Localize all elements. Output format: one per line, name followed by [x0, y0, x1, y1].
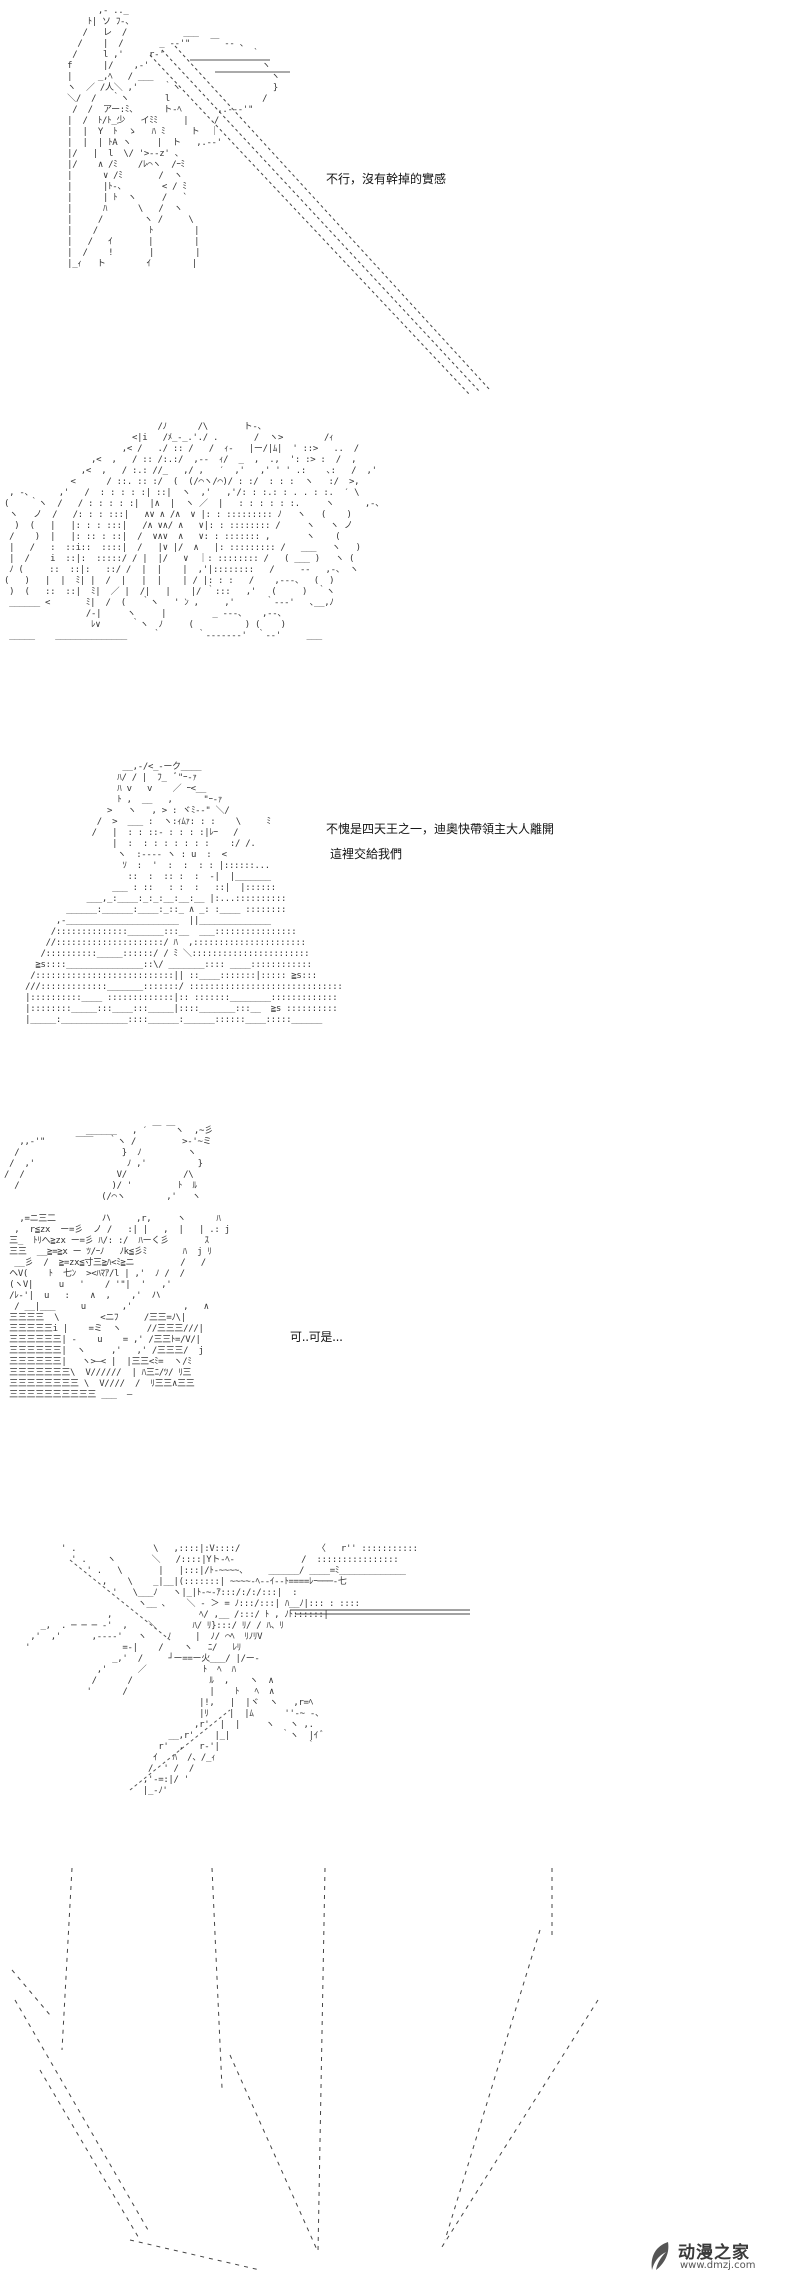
panel-5: ' . \ ,::::|:V::::/ 〈 r'' ::::::::::: ' … — [0, 1510, 800, 1840]
site-watermark: 动漫之家 www.dmzj.com — [646, 2236, 796, 2276]
dialogue-text: 不行，沒有幹掉的實感 — [326, 172, 447, 186]
watermark-site-name: 动漫之家 — [678, 2243, 750, 2263]
panel-2: /ﾉ /\ ト-、 <|i /ﾒ_-_.'./ . / ヽ> /ｨ ,< / .… — [0, 400, 800, 740]
motion-lines — [11, 1867, 599, 2271]
watermark-site-url: www.dmzj.com — [680, 2260, 756, 2271]
dialogue-text: 不愧是四天王之一，迪奧快帶領主大人離開 — [326, 822, 555, 836]
ascii-art-scene-2: /ﾉ /\ ト-、 <|i /ﾒ_-_.'./ . / ヽ> /ｨ ,< / .… — [4, 422, 384, 641]
panel-6 — [0, 1840, 800, 2282]
ascii-art-crowd-3: __,-/<_-ーク____ ﾊ/ / | ﾌ_ ﾞ"ｰ-ｧ ﾊ v v ／ ｰ… — [25, 762, 343, 1025]
dialogue-text: 可..可是... — [290, 1330, 343, 1344]
blade-strokes — [69, 1559, 470, 1791]
feather-logo-icon — [651, 2242, 669, 2270]
ascii-art-figure-4: ______ , ′ ￣ ￣ヽ ,~彡 ,,-'" ￣￣ ｀ヽ / >-'~ミ … — [4, 1126, 343, 1400]
dialogue-text: 這裡交給我們 — [330, 847, 403, 861]
panel-1: ,- .._ ﾄ| ソ ﾌ-、 / レ / ___ / | / _ -‐'" ￣… — [0, 0, 800, 400]
ascii-art-figure-1: ,- .._ ﾄ| ソ ﾌ-、 / レ / ___ / | / _ -‐'" ￣… — [67, 6, 280, 269]
ascii-art-figure-5: ' . \ ,::::|:V::::/ 〈 r'' ::::::::::: ' … — [25, 1544, 418, 1796]
panel-3: __,-/<_-ーク____ ﾊ/ / | ﾌ_ ﾞ"ｰ-ｧ ﾊ v v ／ ｰ… — [0, 740, 800, 1080]
panel-4: ______ , ′ ￣ ￣ヽ ,~彡 ,,-'" ￣￣ ｀ヽ / >-'~ミ … — [0, 1080, 800, 1510]
spear-strokes — [149, 45, 491, 396]
